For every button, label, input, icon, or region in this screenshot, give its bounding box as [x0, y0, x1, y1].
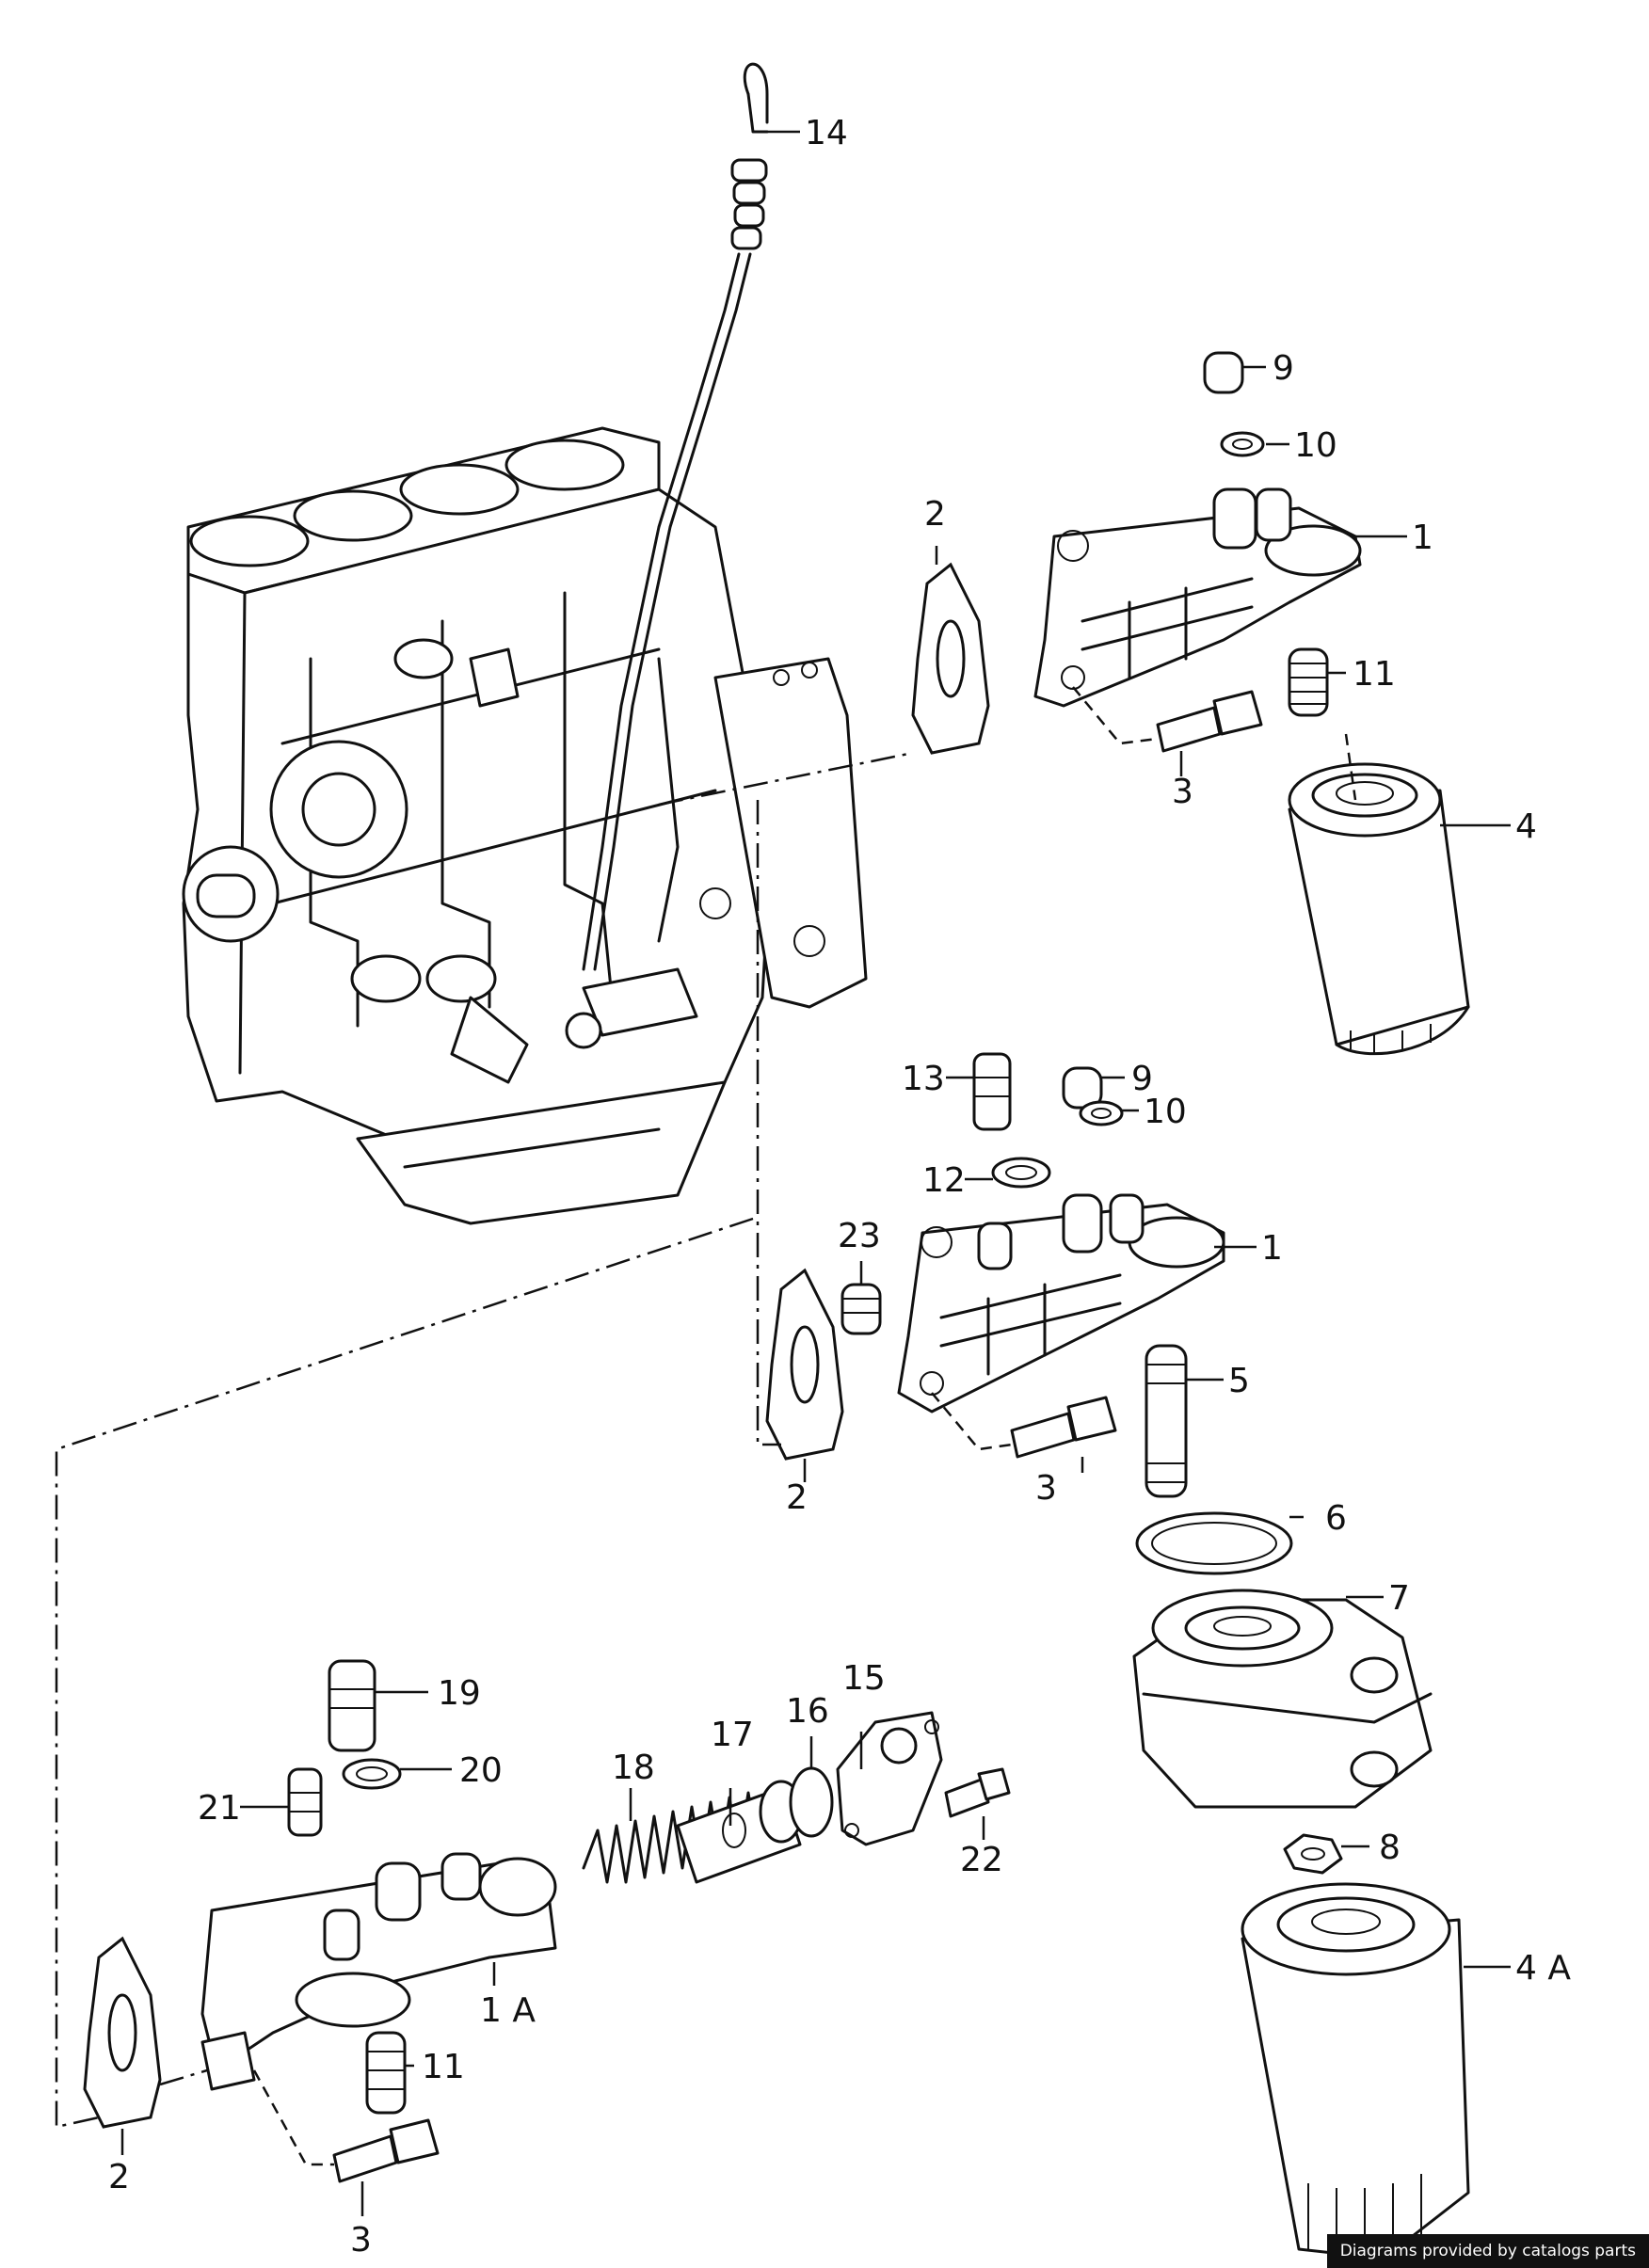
callout-10-middle: 10: [1144, 1093, 1187, 1131]
oil-filter-4: [1288, 733, 1470, 1056]
callout-10-upper: 10: [1294, 426, 1337, 465]
gasket-2-upper: [658, 562, 990, 807]
gasket-2-middle: [756, 800, 844, 1461]
callout-18: 18: [612, 1749, 655, 1787]
bolt-3-upper: [1072, 686, 1263, 753]
callout-1-middle: 1: [1261, 1229, 1283, 1268]
leader-lines: [120, 130, 1511, 2216]
seal-ring-20: [342, 1758, 402, 1790]
callout-labels: 14 9 10 1 2 11 3 4 9 13 10 12 1 23 5 2 3…: [108, 114, 1571, 2260]
callout-16: 16: [786, 1692, 829, 1731]
callout-1a: 1 A: [480, 1991, 536, 2030]
callout-17: 17: [711, 1716, 754, 1754]
o-ring-16: [789, 1766, 834, 1838]
callout-3-upper: 3: [1172, 773, 1193, 811]
sender-19: [328, 1659, 376, 1752]
sender-21: [287, 1767, 323, 1837]
oil-cooler-7: [1132, 1589, 1433, 1809]
callout-2-middle: 2: [786, 1478, 808, 1517]
bolt-3-middle: [931, 1392, 1117, 1459]
callout-2-upper: 2: [924, 495, 946, 534]
credit-badge: Diagrams provided by catalogs parts: [1326, 2234, 1649, 2268]
threaded-nipple-23: [841, 1283, 882, 1335]
callout-15: 15: [842, 1659, 886, 1698]
callout-9-middle: 9: [1131, 1060, 1153, 1098]
sender-13: [972, 1052, 1012, 1131]
callout-8: 8: [1379, 1829, 1401, 1867]
bolt-3-lower: [332, 2118, 440, 2183]
piston-17: [676, 1780, 804, 1884]
threaded-nipple-11-upper: [1288, 647, 1329, 717]
oil-filter-flange-middle: [897, 1193, 1225, 1414]
callout-4a: 4 A: [1515, 1949, 1571, 1988]
oil-filter-flange-upper: [1033, 487, 1362, 708]
plug-9-upper: [1203, 351, 1244, 394]
callout-6: 6: [1325, 1499, 1347, 1538]
callout-13: 13: [902, 1060, 945, 1098]
callout-20: 20: [459, 1751, 503, 1790]
callout-1-upper: 1: [1412, 519, 1433, 557]
oil-dipstick: [582, 62, 769, 971]
callout-23: 23: [838, 1217, 881, 1255]
seal-ring-12: [991, 1157, 1051, 1189]
callout-11-lower: 11: [422, 2048, 465, 2086]
callout-7: 7: [1388, 1579, 1410, 1618]
callout-14: 14: [805, 114, 848, 152]
threaded-nipple-11-lower: [365, 2031, 407, 2115]
cover-15: [836, 1711, 943, 1846]
bolt-22: [944, 1767, 1011, 1818]
seal-ring-10-upper: [1220, 431, 1265, 457]
callout-4: 4: [1515, 807, 1537, 846]
gasket-2-lower: [55, 1217, 754, 2129]
oil-filter-flange-1a: [200, 1852, 557, 2166]
callout-22: 22: [960, 1841, 1003, 1879]
seal-ring-10-middle: [1079, 1100, 1124, 1126]
callout-3-middle: 3: [1035, 1469, 1057, 1508]
callout-3-lower: 3: [350, 2221, 372, 2260]
callout-9-upper: 9: [1273, 349, 1294, 388]
callout-21: 21: [198, 1789, 241, 1828]
engine-block: [182, 426, 868, 1225]
callout-5: 5: [1228, 1362, 1250, 1400]
callout-19: 19: [438, 1674, 481, 1713]
nut-8: [1283, 1833, 1343, 1875]
threaded-nipple-5: [1145, 1344, 1188, 1498]
seal-6: [1135, 1511, 1293, 1575]
callout-11-upper: 11: [1353, 655, 1396, 694]
callout-2-lower: 2: [108, 2158, 130, 2196]
oil-filter-4a: [1241, 1882, 1470, 2260]
callout-12: 12: [922, 1161, 966, 1200]
